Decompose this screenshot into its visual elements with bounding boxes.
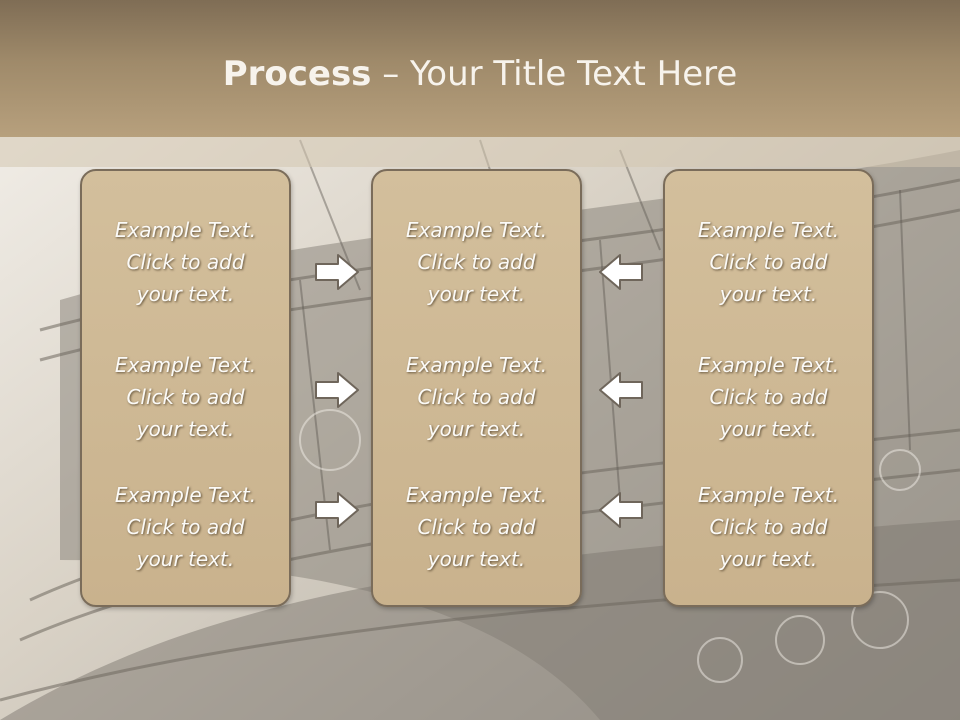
arrow-left-icon[interactable] [598,490,644,530]
title-bold: Process [222,54,372,94]
arrow-right-icon[interactable] [314,252,360,292]
arrow-right-icon[interactable] [314,490,360,530]
title-underband [0,137,960,167]
arrow-right-icon[interactable] [314,370,360,410]
title-rest: – Your Title Text Here [371,54,738,94]
arrow-left-icon[interactable] [598,252,644,292]
arrow-left-icon[interactable] [598,370,644,410]
title-bar [0,0,960,137]
slide-title[interactable]: Process – Your Title Text Here [0,52,960,96]
